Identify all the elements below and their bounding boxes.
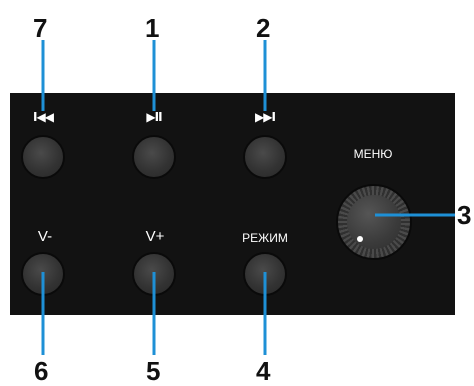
mode-button[interactable] [243, 252, 287, 296]
callout-1: 1 [145, 13, 160, 43]
menu-knob-cap [347, 195, 401, 249]
menu-label: МЕНЮ [353, 147, 393, 161]
callout-6: 6 [34, 356, 49, 386]
play-pause-button[interactable] [132, 135, 176, 179]
knob-indicator-dot [357, 236, 363, 242]
volume-up-label: V+ [145, 228, 165, 245]
menu-knob[interactable] [336, 184, 412, 260]
play-pause-icon: ▶II [146, 110, 162, 124]
prev-track-icon: I◀◀ [33, 110, 54, 124]
callout-3: 3 [457, 200, 472, 230]
volume-up-button[interactable] [132, 252, 176, 296]
next-track-button[interactable] [243, 135, 287, 179]
callout-2: 2 [256, 13, 271, 43]
callout-7: 7 [33, 13, 48, 43]
next-track-icon: ▶▶I [255, 110, 276, 124]
mode-label: РЕЖИМ [242, 231, 288, 245]
volume-down-label: V- [37, 228, 53, 245]
prev-track-button[interactable] [21, 135, 65, 179]
volume-down-button[interactable] [21, 252, 65, 296]
callout-4: 4 [256, 356, 271, 386]
callout-5: 5 [146, 356, 161, 386]
